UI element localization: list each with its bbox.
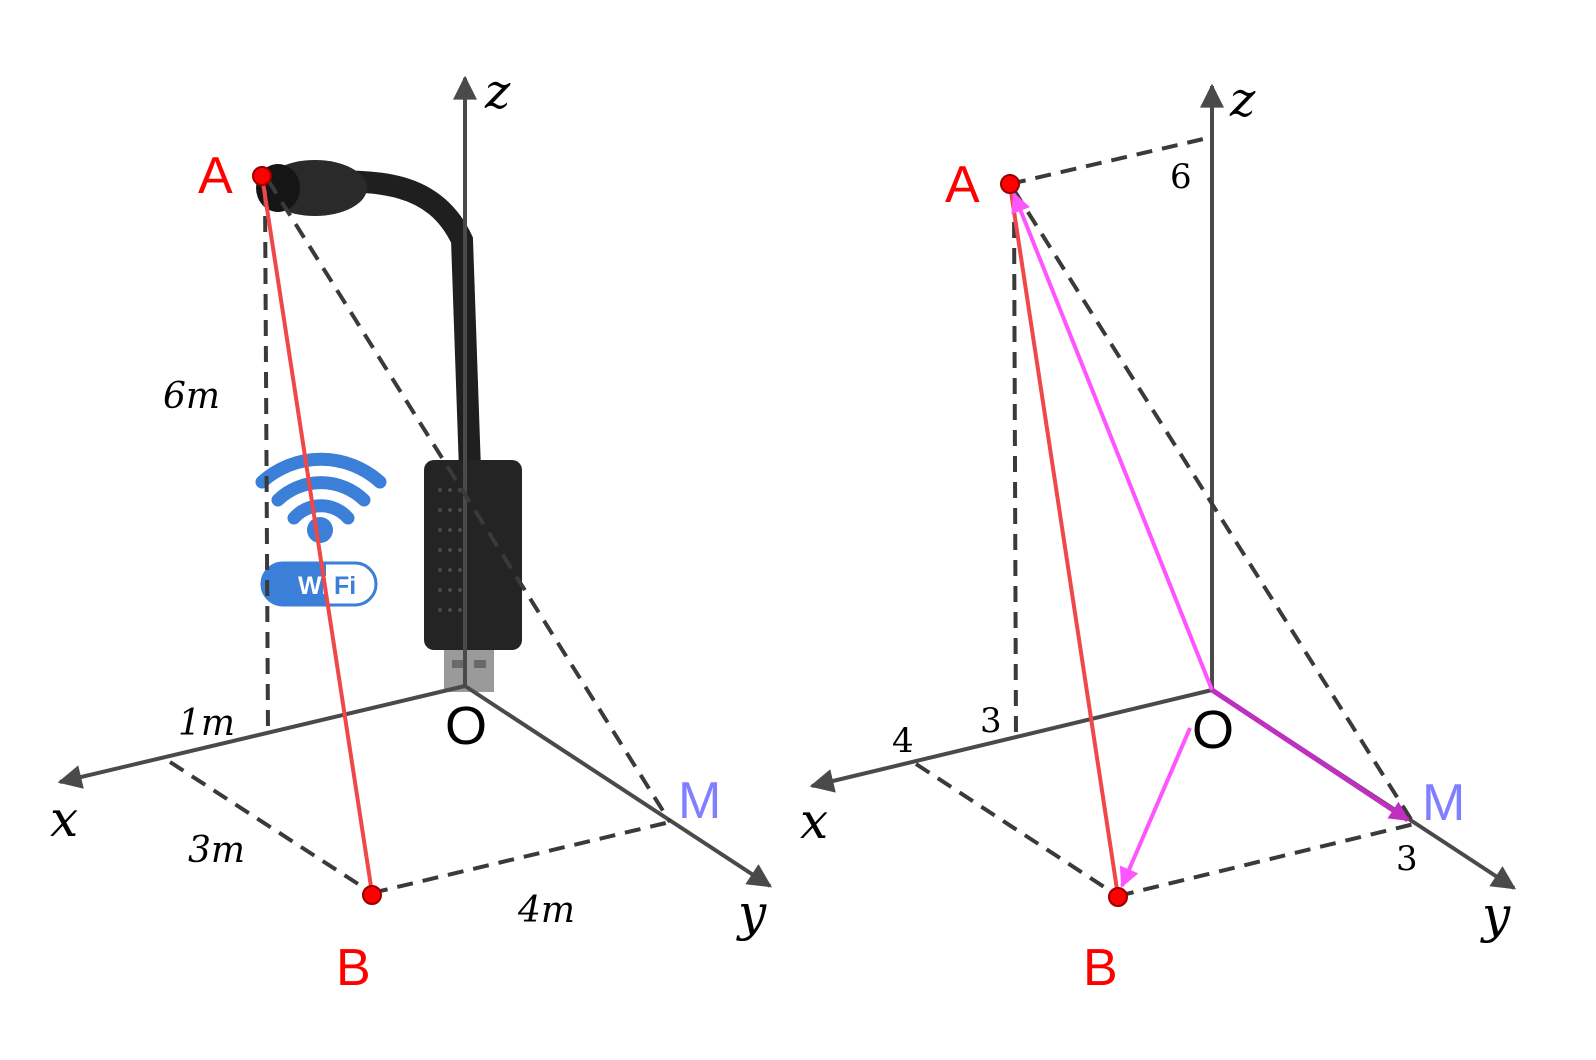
right-tick-x-far: 4 <box>892 721 914 761</box>
right-tick-z: 6 <box>1170 157 1192 197</box>
right-x-axis <box>809 688 1213 793</box>
right-tick-x-near: 3 <box>980 701 1002 741</box>
right-tick-y: 3 <box>1396 839 1418 879</box>
left-measure-bx: 3m <box>188 830 245 871</box>
right-vector-OA <box>1011 192 1214 691</box>
wifi-label-fi: Fi <box>334 572 356 600</box>
left-point-A <box>252 166 272 186</box>
left-measure-height: 6m <box>163 376 220 417</box>
right-label-origin: O <box>1192 700 1234 760</box>
usb-webcam-image <box>256 160 522 692</box>
left-label-M: M <box>678 772 721 830</box>
right-A-z-dashed-line <box>1009 135 1213 186</box>
right-figure: A B M O z x y 6 3 4 3 <box>800 72 1517 997</box>
left-AM-dashed-line <box>266 178 672 824</box>
right-point-B <box>1108 887 1128 907</box>
wifi-logo: Wi Fi <box>255 452 387 607</box>
left-point-B <box>362 885 382 905</box>
right-label-M: M <box>1422 774 1465 832</box>
right-axis-label-y: y <box>1480 886 1511 944</box>
right-AB-segment <box>1008 184 1120 897</box>
right-vector-OM <box>1210 687 1410 823</box>
right-point-A <box>1000 174 1020 194</box>
left-figure: Wi Fi A B M O z x y 6m 1m 3m 4m <box>50 64 773 997</box>
left-measure-by: 4m <box>517 890 575 931</box>
left-axis-label-x: x <box>50 790 78 848</box>
left-x-axis <box>57 684 466 789</box>
right-label-B: B <box>1083 939 1118 997</box>
left-axis-label-y: y <box>736 884 767 942</box>
right-axis-label-x: x <box>800 792 828 850</box>
wifi-dot-icon <box>307 517 333 543</box>
right-AM-dashed-line <box>1012 188 1416 826</box>
left-label-A: A <box>198 147 233 205</box>
left-axis-label-z: z <box>484 64 511 120</box>
right-label-A: A <box>945 156 980 214</box>
right-B-x-dashed-line <box>914 762 1120 898</box>
right-height-dashed-line <box>1012 195 1018 741</box>
left-B-x-dashed-line <box>168 760 374 895</box>
left-AB-segment <box>260 175 374 894</box>
left-measure-x-offset: 1m <box>178 703 235 744</box>
left-label-B: B <box>336 939 371 997</box>
left-height-dashed-line <box>263 189 270 735</box>
left-BM-dashed-line <box>371 820 671 895</box>
right-axis-label-z: z <box>1229 72 1256 128</box>
left-label-origin: O <box>445 696 487 756</box>
left-y-axis <box>463 684 773 888</box>
right-vector-OB <box>1119 727 1192 888</box>
right-BM-dashed-line <box>1117 822 1415 898</box>
